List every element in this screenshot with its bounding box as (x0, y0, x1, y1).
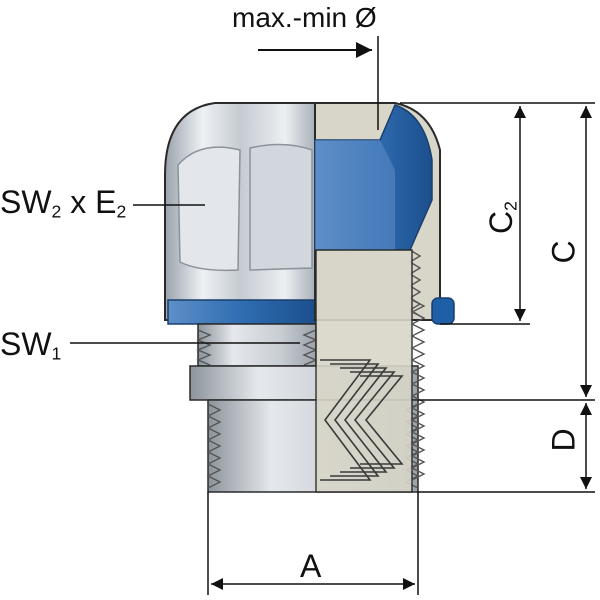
dimension-c2-label: C2 (482, 201, 521, 234)
gland-body (189, 249, 426, 493)
sw2-mid-text: x E (61, 184, 117, 220)
diameter-pointer (258, 36, 379, 130)
dimension-d-label: D (545, 428, 582, 452)
c2-base-text: C (482, 210, 519, 234)
sw2-subscript: 2 (51, 201, 62, 222)
sw2-e2-label: SW2 x E2 (0, 186, 126, 221)
o-ring (431, 297, 455, 325)
sw1-label: SW1 (0, 328, 61, 363)
c2-subscript: 2 (500, 201, 521, 211)
max-min-diameter-label: max.-min Ø (232, 4, 377, 32)
dimension-c-label: C (545, 240, 582, 264)
cap-nut (164, 102, 316, 325)
sw1-subscript: 1 (51, 343, 62, 364)
max-min-diameter-text: max.-min Ø (232, 2, 377, 33)
sw1-base-text: SW (0, 326, 52, 362)
dimension-a-label: A (300, 548, 322, 584)
clamping-spring (320, 359, 404, 481)
sw2-base-text: SW (0, 184, 52, 220)
seal-ring-exterior (167, 299, 316, 325)
e2-subscript: 2 (116, 201, 127, 222)
dimension-lines (207, 102, 595, 595)
